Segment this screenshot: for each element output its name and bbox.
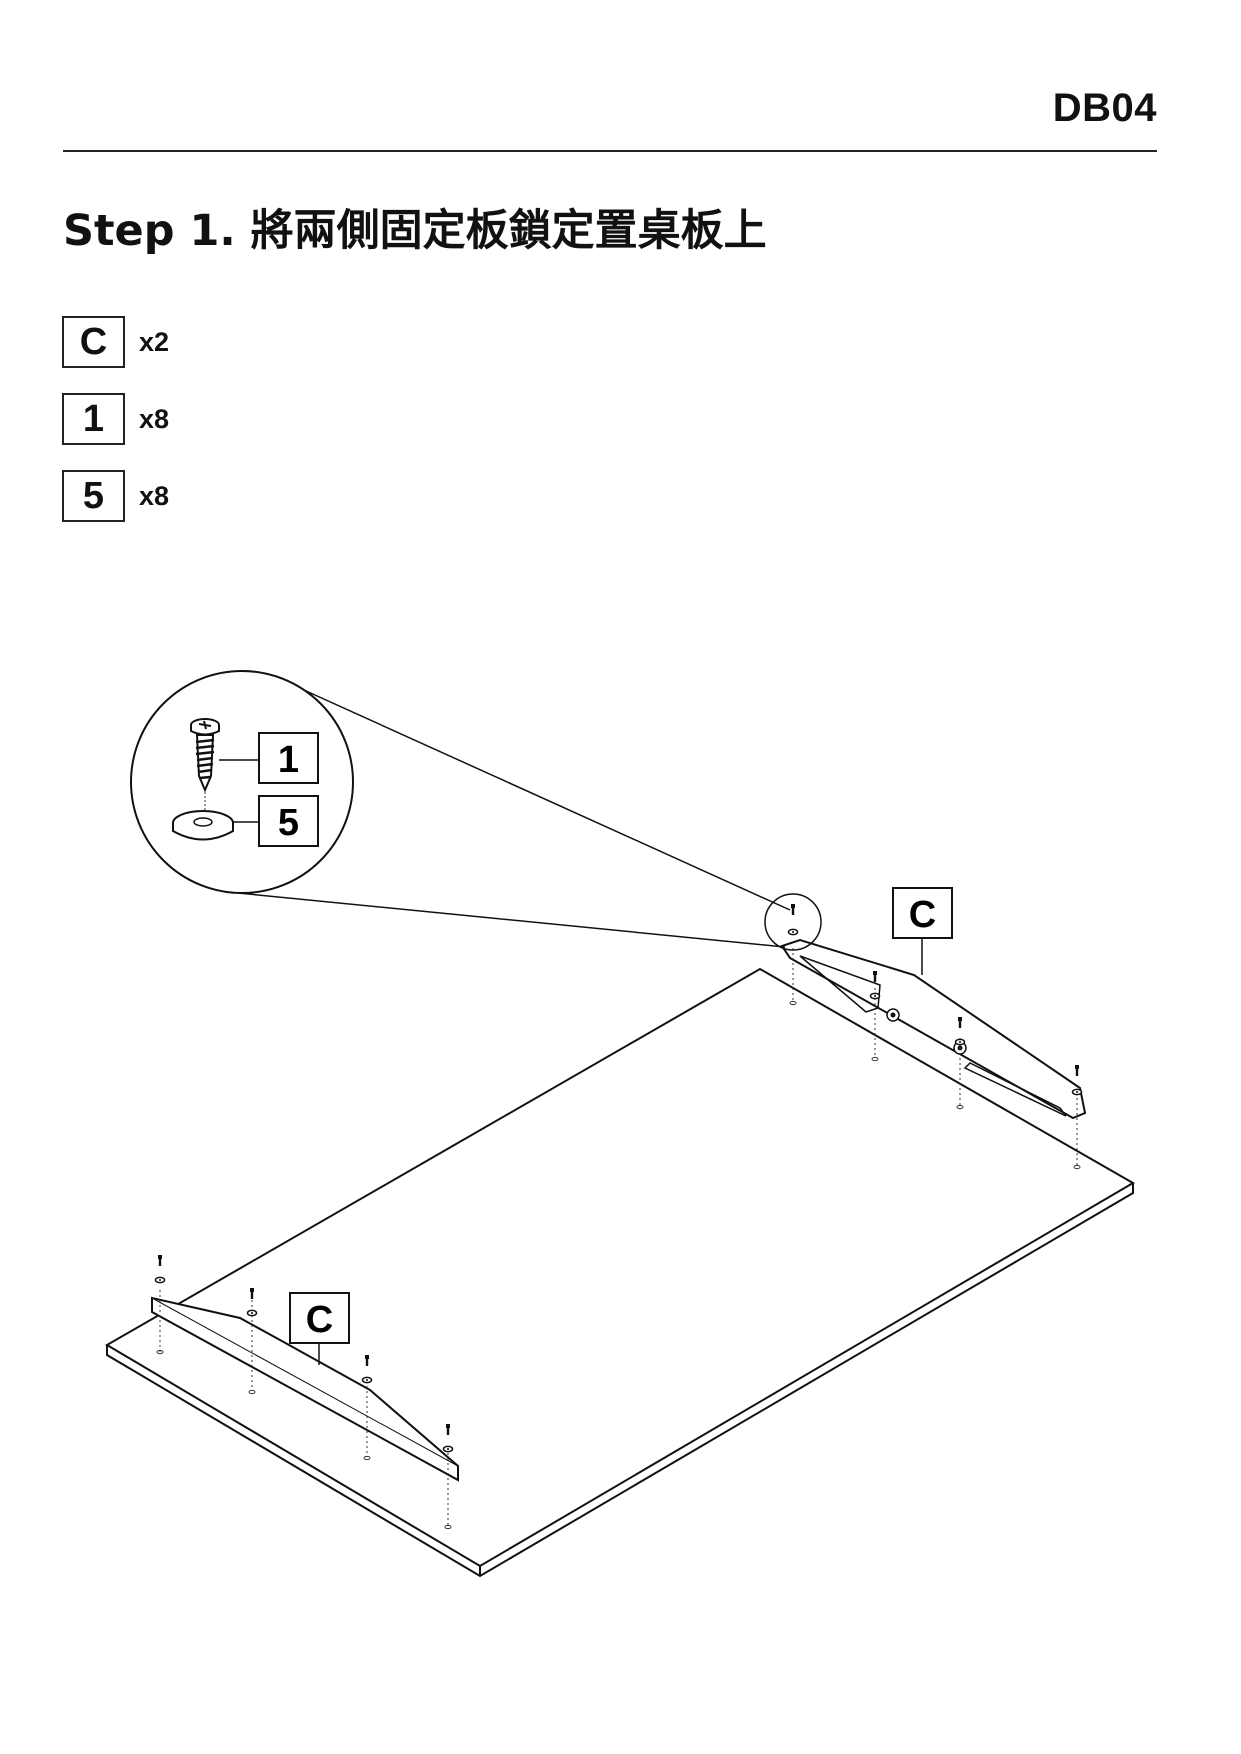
bracket-label-right: C <box>909 894 936 936</box>
part-id-box: 5 <box>62 470 125 522</box>
part-id-box: 1 <box>62 393 125 445</box>
document-code: DB04 <box>1052 86 1157 130</box>
part-row-c: C x2 <box>62 316 169 368</box>
bracket-label-left: C <box>306 1299 333 1341</box>
screw-label: 1 <box>278 739 299 781</box>
right-fasteners <box>792 948 1078 1165</box>
parts-list: C x2 1 x8 5 x8 <box>62 316 169 547</box>
part-id-box: C <box>62 316 125 368</box>
bracket-label-right-group: C <box>892 887 953 975</box>
right-bracket <box>780 938 1087 1120</box>
left-bracket <box>151 1296 459 1482</box>
part-row-1: 1 x8 <box>62 393 169 445</box>
part-quantity: x8 <box>139 480 170 511</box>
washer-label: 5 <box>278 802 299 844</box>
bracket-label-left-group: C <box>289 1292 350 1365</box>
screw-icon <box>190 718 220 812</box>
washer-icon <box>172 810 234 841</box>
part-quantity: x2 <box>139 326 170 357</box>
header-rule <box>63 150 1157 152</box>
part-quantity: x8 <box>139 403 170 434</box>
screw-label-box <box>258 732 319 784</box>
detail-callout: 1 5 <box>130 670 822 951</box>
step-title: Step 1. 將兩側固定板鎖定置桌板上 <box>63 206 767 256</box>
part-row-5: 5 x8 <box>62 470 169 522</box>
washer-label-box <box>258 795 319 847</box>
